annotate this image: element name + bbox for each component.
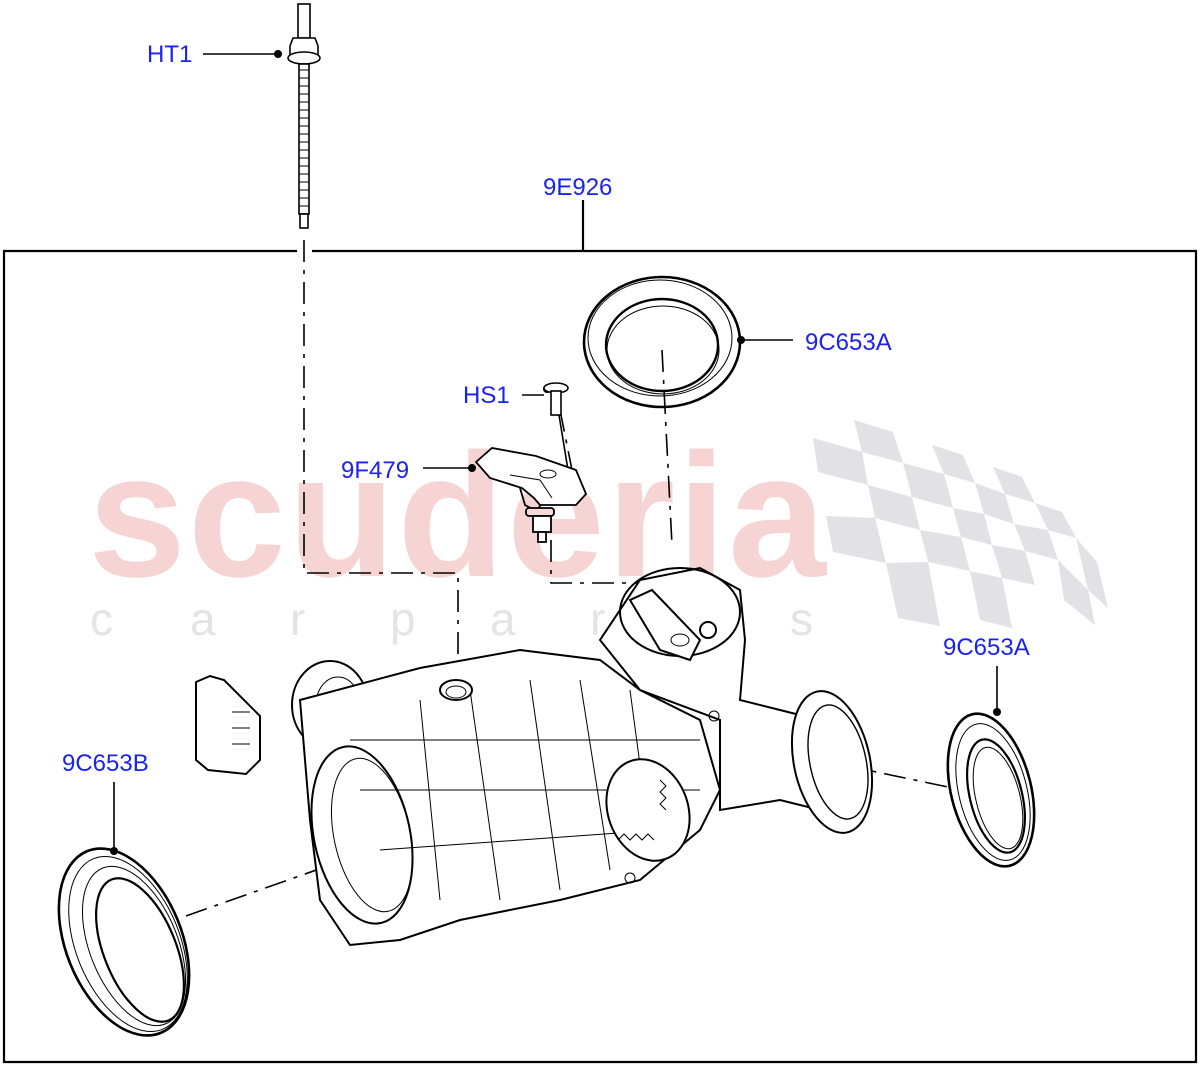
callout-9C653A-right[interactable]: 9C653A [943, 634, 1030, 661]
leader-lines [113, 53, 998, 848]
checkered-flag-icon [813, 420, 1108, 628]
callout-9C653A-upper[interactable]: 9C653A [805, 329, 892, 356]
watermark-letter: a [490, 593, 516, 645]
seal-9C653A-upper [582, 275, 742, 409]
assembly-frame [2, 200, 1198, 1064]
callout-9F479[interactable]: 9F479 [341, 457, 410, 484]
watermark-letter: p [390, 593, 416, 645]
callout-HT1[interactable]: HT1 [147, 41, 193, 68]
watermark-letter: c [90, 593, 113, 645]
watermark-letter: r [290, 593, 306, 645]
seal-9C653B-left [57, 847, 191, 1037]
stud-bolt-HT1 [287, 3, 321, 229]
watermark-letter: a [190, 593, 216, 645]
screw-HS1 [543, 382, 569, 471]
watermark-letter: s [790, 593, 813, 645]
throttle-body-9E926 [195, 566, 874, 947]
seal-9C653A-right [946, 712, 1036, 868]
callout-HS1[interactable]: HS1 [463, 382, 510, 409]
sensor-9F479 [474, 447, 588, 543]
callout-9E926[interactable]: 9E926 [543, 174, 613, 201]
callout-9C653B[interactable]: 9C653B [62, 750, 149, 777]
watermark-letter: r [590, 593, 606, 645]
